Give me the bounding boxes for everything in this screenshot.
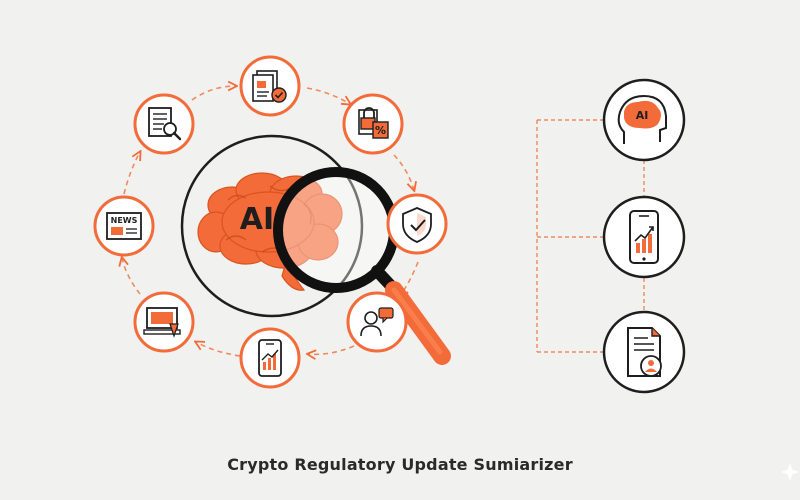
output-connectors xyxy=(536,119,645,353)
computer-alert-icon xyxy=(143,307,181,338)
node-desktop-alert xyxy=(133,291,195,353)
arrow-news-to-review xyxy=(123,152,140,195)
document-checkmark-icon xyxy=(252,70,287,103)
arrow-percent-to-shield xyxy=(393,154,414,190)
node-news: NEWS xyxy=(93,195,155,257)
output-node-user-report xyxy=(602,310,686,394)
output-node-mobile-trend xyxy=(602,195,686,279)
people-chat-icon xyxy=(360,307,394,337)
center-ring xyxy=(180,134,364,318)
magnifying-glass-icon xyxy=(273,167,451,365)
news-label: NEWS xyxy=(111,216,138,225)
node-compliance-shield xyxy=(386,193,448,255)
arrow-mobile-to-desktop xyxy=(196,342,241,357)
center-label: AI xyxy=(240,202,274,237)
arrow-review-to-regulation xyxy=(191,86,236,101)
node-mobile-analytics xyxy=(239,327,301,389)
arrow-desktop-to-news xyxy=(122,258,141,295)
diagram-caption: Crypto Regulatory Update Sumiarizer xyxy=(227,455,573,474)
ai-head-label: AI xyxy=(636,109,649,122)
arrow-shield-to-consult xyxy=(400,261,419,296)
center-hub: AI xyxy=(180,134,451,365)
cycle-arrows xyxy=(122,86,419,357)
sparkle-icon xyxy=(781,463,799,481)
node-document-review xyxy=(133,93,195,155)
svg-text:%: % xyxy=(375,124,386,137)
phone-trend-icon xyxy=(629,210,659,264)
node-regulation-document xyxy=(239,55,301,117)
padlock-percent-icon: % xyxy=(358,107,389,139)
head-ai-icon: AI xyxy=(617,94,667,144)
arrow-consult-to-mobile xyxy=(308,345,355,354)
node-consultation xyxy=(346,291,408,353)
arrow-regulation-to-percent xyxy=(306,87,350,104)
node-locked-percent: % xyxy=(342,93,404,155)
output-node-ai-head: AI xyxy=(602,78,686,162)
phone-chart-icon xyxy=(258,339,282,377)
document-search-icon xyxy=(148,107,182,141)
newspaper-icon: NEWS xyxy=(106,212,142,240)
document-user-icon xyxy=(627,327,662,377)
shield-check-icon xyxy=(402,207,432,243)
